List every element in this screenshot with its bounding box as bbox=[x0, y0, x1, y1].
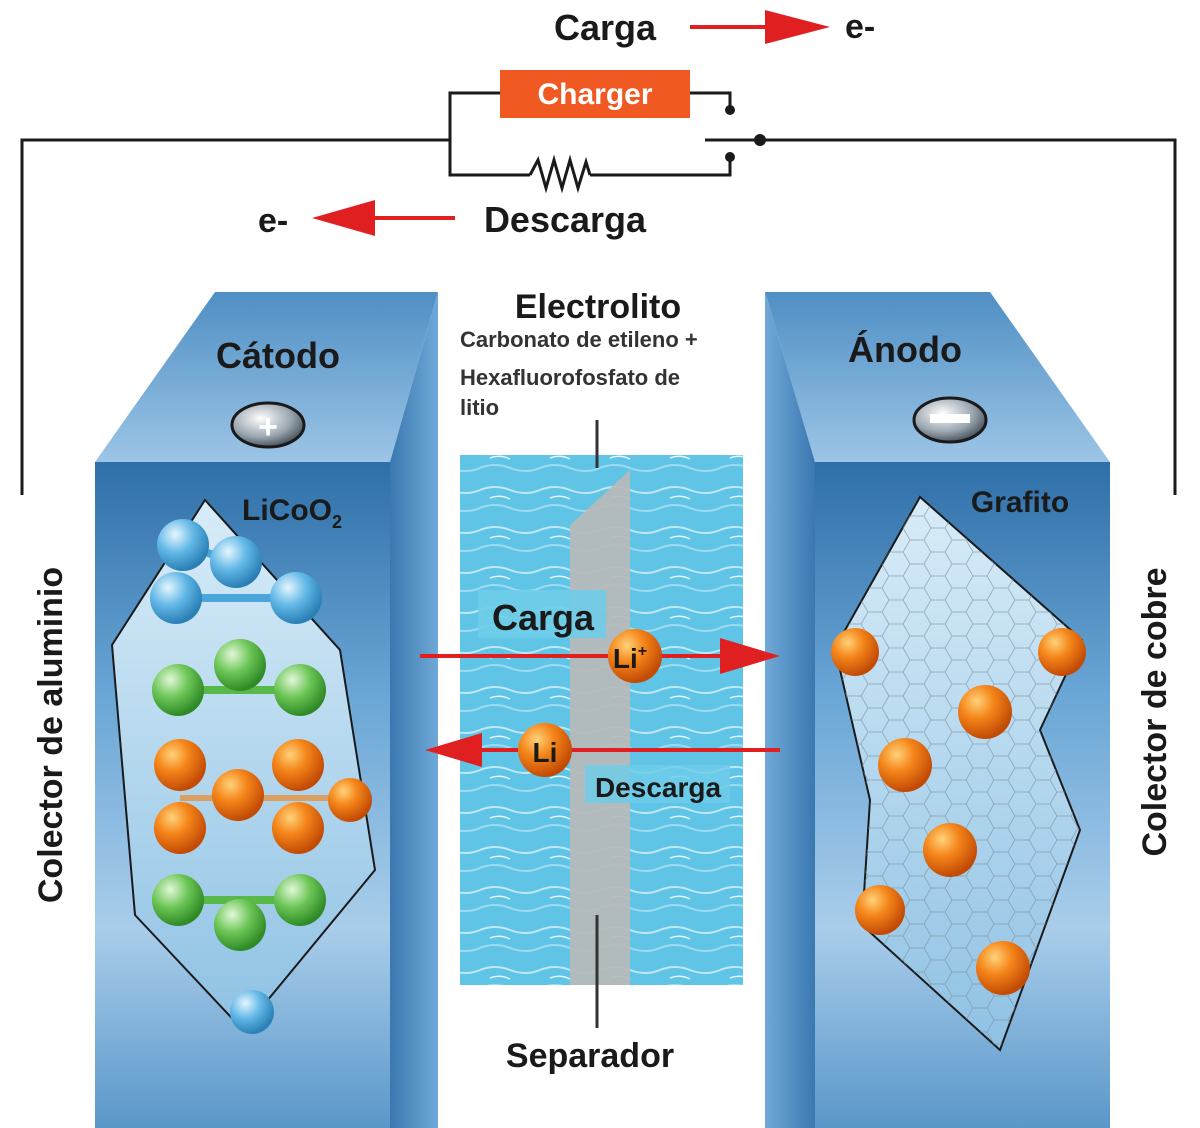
oxygen-atoms bbox=[152, 639, 326, 951]
separator-label: Separador bbox=[506, 1037, 674, 1075]
switch-icon bbox=[705, 105, 766, 162]
cathode-material-label: LiCoO2 bbox=[242, 494, 342, 532]
cathode-block: Cátodo + LiCoO2 bbox=[95, 292, 438, 1128]
charge-arrow-icon bbox=[690, 10, 830, 44]
electrolyte-title: Electrolito bbox=[515, 288, 681, 326]
charger-box bbox=[500, 70, 690, 118]
lithium-ion-charge: Li+ bbox=[608, 629, 662, 683]
plus-terminal-icon: + bbox=[230, 401, 306, 449]
anode-title: Ánodo bbox=[848, 329, 962, 370]
charger-label: Charger bbox=[537, 78, 652, 111]
svg-text:Li: Li bbox=[533, 737, 558, 768]
charge-label: Carga bbox=[554, 7, 657, 48]
anode-block: Ánodo Grafito bbox=[765, 292, 1110, 1128]
aluminium-collector-label: Colector de aluminio bbox=[32, 567, 70, 903]
anode-material-label: Grafito bbox=[971, 486, 1069, 519]
charge-electron-label: e- bbox=[845, 8, 875, 46]
lithium-atoms-anode bbox=[831, 628, 1086, 995]
electrolyte-charge-label: Carga bbox=[492, 597, 595, 638]
cobalt-atoms bbox=[150, 519, 322, 1034]
external-circuit: Charger bbox=[20, 70, 1177, 495]
electrolyte-line-2: Hexafluorofosfato de bbox=[460, 365, 680, 390]
svg-text:Li+: Li+ bbox=[613, 643, 647, 674]
cathode-title: Cátodo bbox=[216, 335, 340, 376]
electrolyte-line-1: Carbonato de etileno + bbox=[460, 327, 698, 352]
discharge-electron-label: e- bbox=[258, 202, 288, 240]
separator-membrane bbox=[570, 470, 630, 985]
electrolyte-region bbox=[460, 420, 743, 1028]
aluminium-wire bbox=[20, 138, 450, 495]
discharge-arrow-icon bbox=[312, 200, 455, 236]
lithium-atom-discharge: Li bbox=[518, 723, 572, 777]
copper-collector-label: Colector de cobre bbox=[1136, 567, 1174, 856]
discharge-label: Descarga bbox=[484, 199, 647, 240]
charge-ion-arrow-icon bbox=[420, 638, 780, 674]
electrolyte-line-3: litio bbox=[460, 395, 499, 420]
svg-text:+: + bbox=[258, 408, 278, 446]
electrolyte-discharge-label: Descarga bbox=[595, 772, 722, 803]
copper-wire bbox=[760, 138, 1177, 495]
minus-terminal-icon bbox=[912, 396, 988, 444]
lithium-atoms-cathode bbox=[154, 739, 372, 854]
resistor-icon bbox=[528, 154, 592, 194]
